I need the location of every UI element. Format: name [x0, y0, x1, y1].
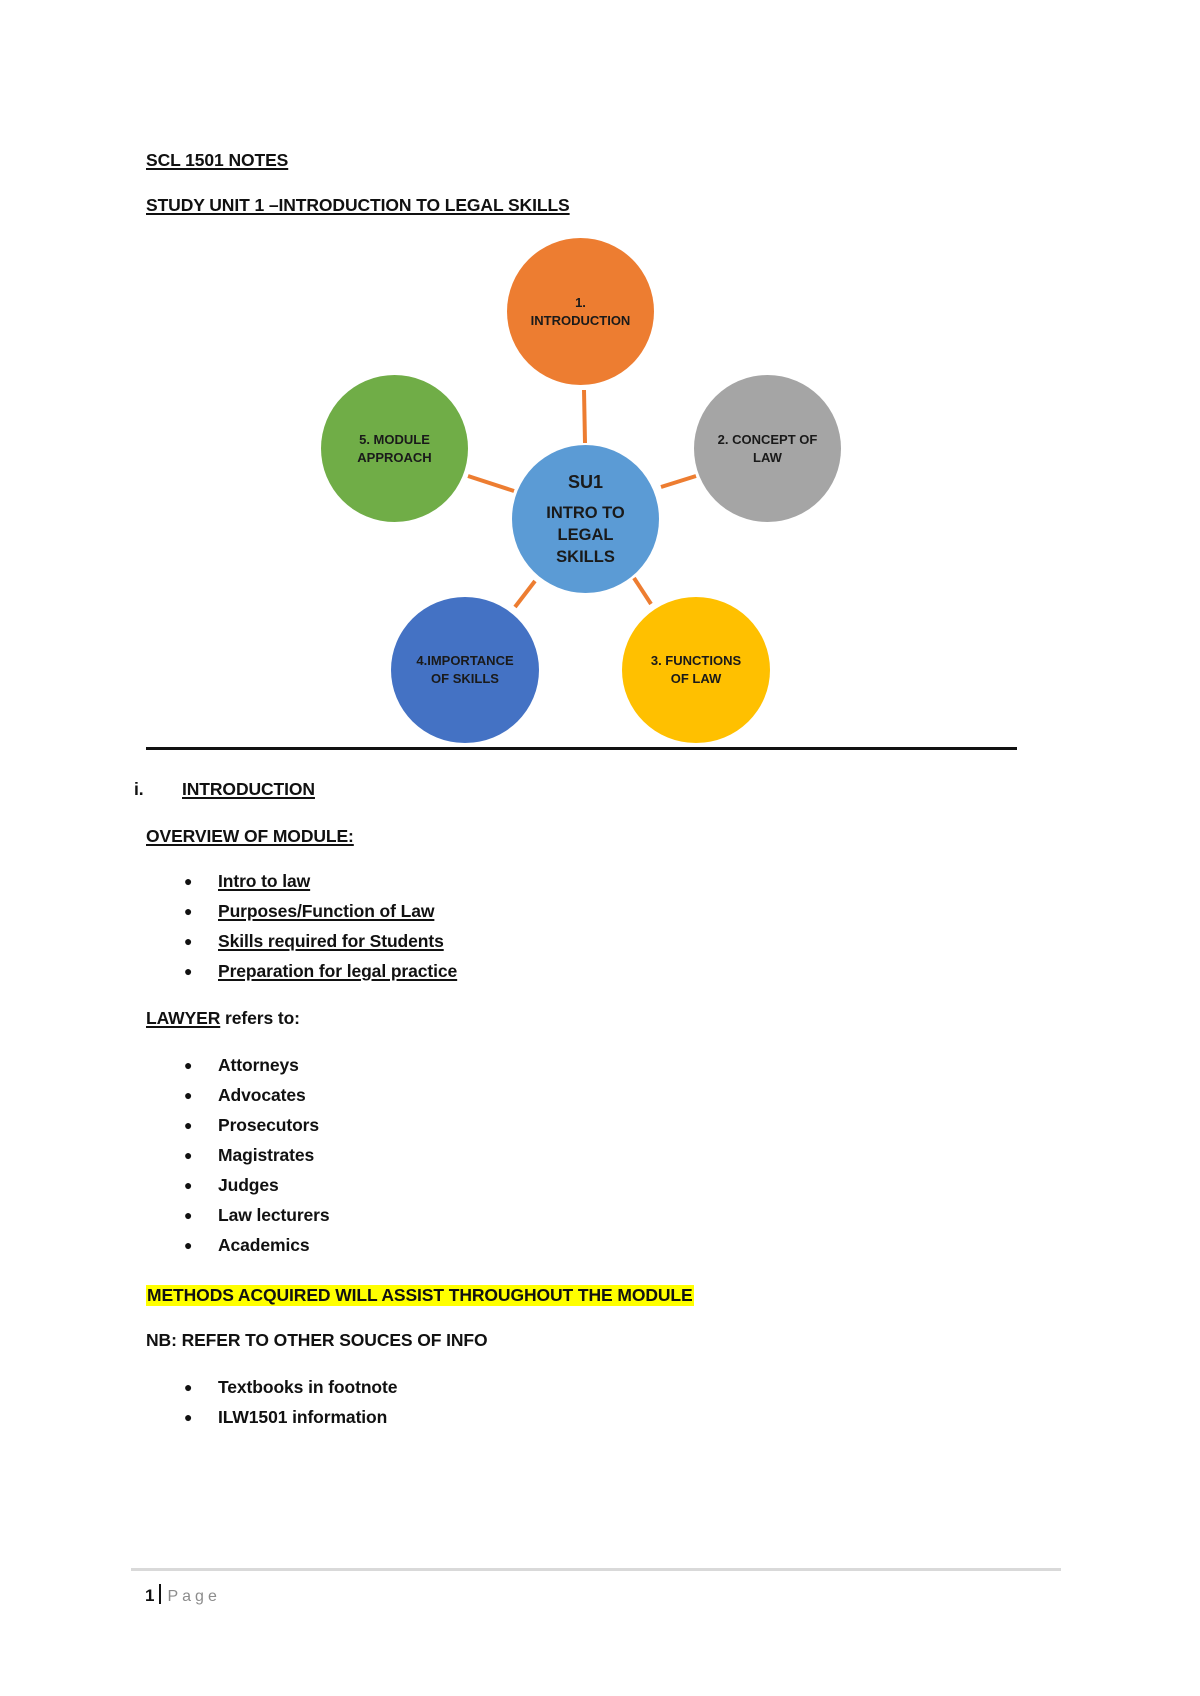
list-item: ●Judges: [146, 1170, 330, 1200]
node-introduction: 1.INTRODUCTION: [507, 238, 654, 385]
list-item: ●Attorneys: [146, 1050, 330, 1080]
bullet-icon: ●: [184, 1117, 193, 1133]
nb-note: NB: REFER TO OTHER SOUCES OF INFO: [146, 1330, 488, 1350]
list-item: ●Textbooks in footnote: [146, 1372, 397, 1402]
list-item: ●ILW1501 information: [146, 1402, 397, 1432]
list-item: ●Prosecutors: [146, 1110, 330, 1140]
connector-functions: [632, 576, 653, 606]
list-item: ●Law lecturers: [146, 1200, 330, 1230]
bullet-icon: ●: [184, 1147, 193, 1163]
connector-introduction: [582, 389, 587, 444]
bullet-icon: ●: [184, 1087, 193, 1103]
sources-list: ●Textbooks in footnote ●ILW1501 informat…: [146, 1372, 397, 1432]
overview-list: ●Intro to law ●Purposes/Function of Law …: [146, 866, 457, 986]
bullet-icon: ●: [184, 873, 193, 889]
overview-heading: OVERVIEW OF MODULE:: [146, 826, 354, 846]
page-number: 1: [145, 1586, 155, 1605]
page-footer: 1 Page: [145, 1584, 221, 1606]
horizontal-divider: [146, 747, 1017, 750]
bullet-icon: ●: [184, 1057, 193, 1073]
lawyer-list: ●Attorneys ●Advocates ●Prosecutors ●Magi…: [146, 1050, 330, 1260]
bullet-icon: ●: [184, 933, 193, 949]
section-title: INTRODUCTION: [182, 779, 315, 799]
bullet-icon: ●: [184, 1237, 193, 1253]
footer-divider: [131, 1568, 1061, 1571]
list-item: ●Magistrates: [146, 1140, 330, 1170]
bullet-icon: ●: [184, 1207, 193, 1223]
list-item: ●Purposes/Function of Law: [146, 896, 457, 926]
bullet-icon: ●: [184, 903, 193, 919]
connector-concept: [660, 474, 697, 489]
bullet-icon: ●: [184, 1409, 193, 1425]
section-number: i.: [134, 779, 144, 799]
list-item: ●Academics: [146, 1230, 330, 1260]
list-item: ●Skills required for Students: [146, 926, 457, 956]
page-label: Page: [167, 1588, 221, 1605]
study-unit-heading: STUDY UNIT 1 –INTRODUCTION TO LEGAL SKIL…: [146, 195, 570, 215]
document-title: SCL 1501 NOTES: [146, 150, 289, 170]
list-item: ●Intro to law: [146, 866, 457, 896]
bullet-icon: ●: [184, 963, 193, 979]
footer-separator: [159, 1584, 162, 1604]
highlighted-note: METHODS ACQUIRED WILL ASSIST THROUGHOUT …: [146, 1285, 694, 1306]
node-center-su1: SU1 INTRO TO LEGAL SKILLS: [512, 445, 659, 593]
connector-importance: [513, 579, 537, 609]
bullet-icon: ●: [184, 1177, 193, 1193]
bullet-icon: ●: [184, 1379, 193, 1395]
connector-module: [467, 474, 515, 493]
lawyer-definition: LAWYER refers to:: [146, 1008, 300, 1028]
list-item: ●Preparation for legal practice: [146, 956, 457, 986]
list-item: ●Advocates: [146, 1080, 330, 1110]
